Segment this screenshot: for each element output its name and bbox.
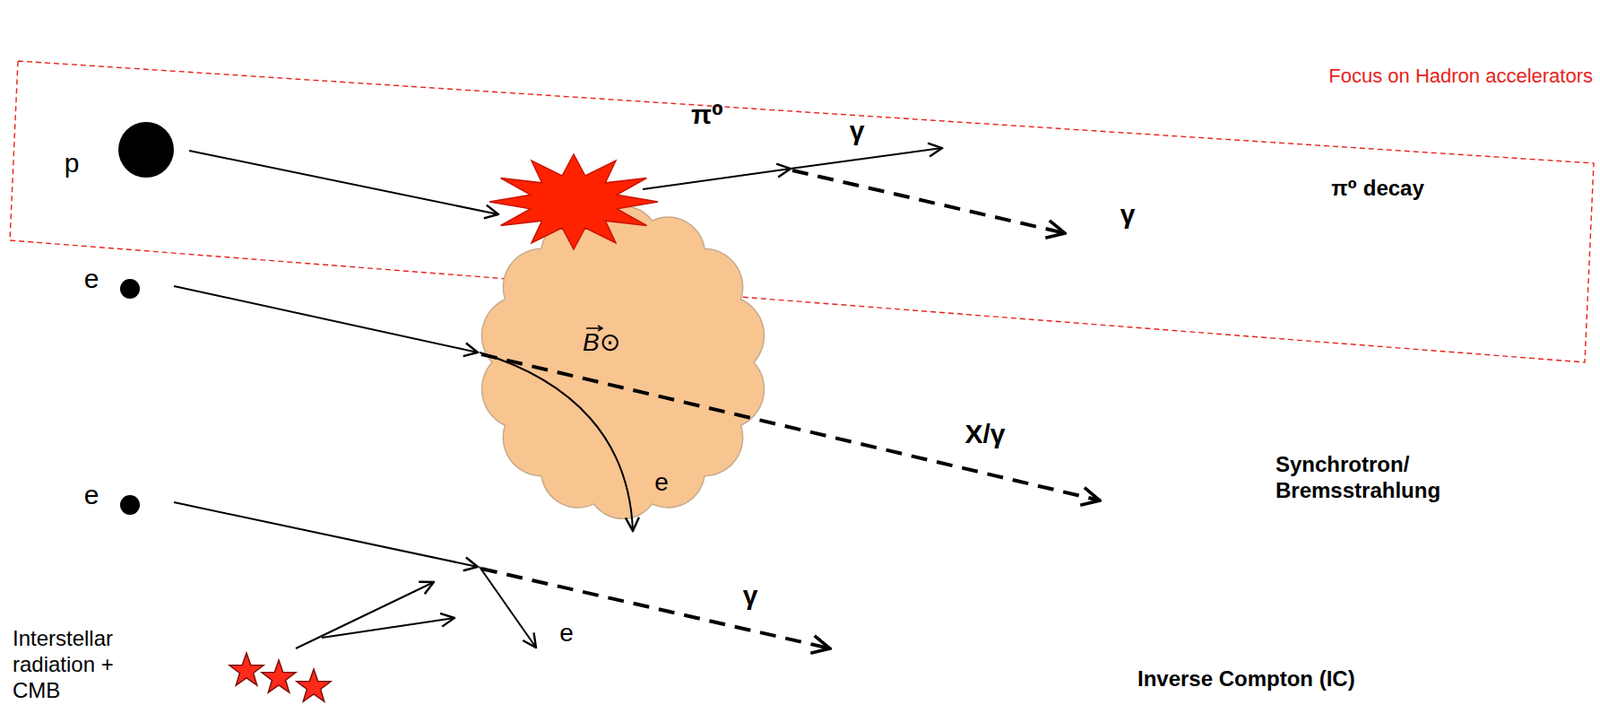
region-heading: Focus on Hadron accelerators (1328, 64, 1593, 88)
label-holder: γ (1120, 198, 1136, 231)
label-holder: e (654, 467, 669, 498)
label-holder: π⁰ decay (1331, 175, 1425, 202)
collision-burst (489, 154, 658, 250)
label-holder: e (559, 617, 574, 649)
deflected-electron (479, 352, 633, 531)
gamma-track (790, 147, 943, 169)
cloud-outline (470, 195, 776, 529)
cloud-shape (482, 206, 765, 519)
photon-track (321, 617, 455, 638)
process-label: π⁰ decay (1331, 175, 1425, 202)
xray-gamma-dashed (481, 354, 1100, 501)
scattered-electron (479, 566, 537, 648)
electron-dot (120, 278, 140, 299)
field-symbol: B⊙ (582, 327, 621, 358)
photon-label: γ (743, 579, 759, 612)
label-holder: γ (743, 579, 759, 612)
star-symbol (229, 652, 264, 685)
label-holder: Inverse Compton (IC) (1137, 665, 1356, 692)
particle-label: p (64, 147, 80, 180)
process-label: Synchrotron/ Bremsstrahlung (1275, 451, 1464, 504)
particle-label: e (559, 617, 574, 649)
label-holder: π⁰ (691, 98, 724, 131)
proton-dot (118, 121, 174, 178)
particle-label: e (654, 467, 669, 498)
proton-track (189, 150, 499, 215)
ic-gamma-dashed (481, 568, 831, 649)
particle-label: e (84, 262, 100, 295)
star-symbol (296, 668, 331, 701)
label-holder: X/γ (964, 417, 1005, 450)
label-holder: Synchrotron/ Bremsstrahlung (1275, 451, 1464, 504)
electron-track (173, 501, 478, 567)
electron-dot (120, 494, 140, 515)
photon-label: γ (849, 114, 865, 148)
gamma-ray-dashed (792, 170, 1065, 234)
label-holder: γ (849, 114, 865, 148)
magnetic-cloud: B⊙ (470, 195, 776, 529)
text-holder: B⊙ (582, 327, 621, 358)
photon-label: X/γ (964, 417, 1005, 450)
electron-track (173, 285, 478, 353)
photon-track (295, 581, 434, 649)
vector-arrow (586, 325, 603, 331)
source-label: Interstellar radiation + CMB (12, 625, 128, 703)
particle-label: π⁰ (691, 98, 724, 131)
label-holder: Interstellar radiation + CMB (12, 625, 128, 703)
label-holder: e (84, 478, 100, 511)
star-symbol (261, 659, 296, 692)
dashed-region (9, 60, 1594, 363)
label-holder: p (64, 147, 80, 180)
label-holder: e (84, 262, 100, 295)
text-holder: Focus on Hadron accelerators (1328, 64, 1593, 88)
pion-track (642, 168, 791, 190)
particle-label: e (84, 478, 100, 511)
process-label: Inverse Compton (IC) (1137, 665, 1356, 692)
photon-label: γ (1120, 198, 1136, 231)
